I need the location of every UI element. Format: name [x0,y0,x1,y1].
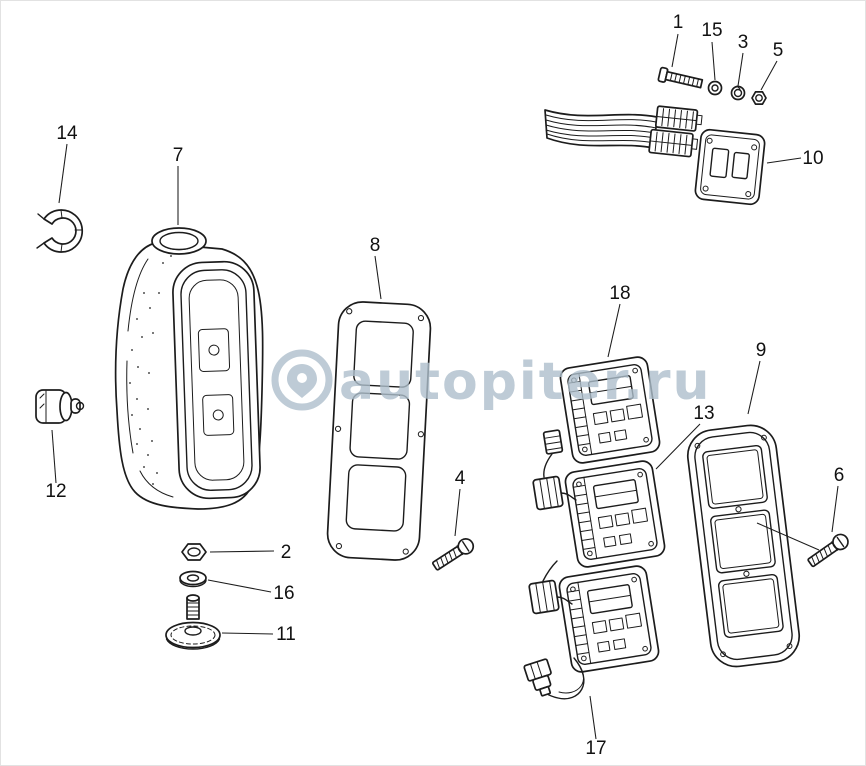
wire-13-17 [542,560,558,582]
wire-17 [556,596,573,605]
callout-1: 1 [673,12,684,33]
washer-15-part [707,80,723,96]
lock-washer-3-part [730,85,746,101]
callout-8: 8 [370,235,381,256]
callout-17: 17 [585,738,606,759]
harness-connector-part [648,105,703,158]
ribbon-cable-part [544,109,658,149]
module-13-part [563,458,667,570]
callout-14: 14 [56,123,78,144]
cable-17-part [523,657,585,700]
callout-4: 4 [455,468,466,489]
plate-10-part [694,128,766,206]
bulb-12-part [35,389,85,424]
callout-9: 9 [756,340,767,361]
callout-18: 18 [609,283,630,304]
thumb-screw-11-part [165,594,221,650]
module-13-connector [532,475,564,511]
callout-15: 15 [701,20,722,41]
callout-10: 10 [802,148,823,169]
leader-lines [51,33,839,740]
watermark-text: autopiter.ru [339,352,712,412]
washer-16-part [179,570,207,588]
module-18-connector [542,429,564,455]
callout-12: 12 [45,481,66,502]
callout-13: 13 [693,403,714,424]
watermark-logo-ring [271,349,333,411]
assembly-line-6 [756,522,820,551]
callout-7: 7 [173,145,184,166]
watermark: autopiter.ru [271,349,712,412]
housing-7-part [114,227,264,510]
gasket-8-part [326,301,432,561]
clip-14-part [36,209,84,253]
callout-3: 3 [738,32,749,53]
screw-6-part [805,530,852,571]
nut-5-part [751,91,767,105]
callout-labels: 1 15 3 5 10 14 7 8 18 9 13 12 4 6 2 16 1… [45,12,844,759]
module-17-part [557,563,661,675]
screw-4-part [429,535,477,574]
wire-18-13 [543,453,553,478]
lens-9-part [686,424,801,668]
callout-6: 6 [834,465,845,486]
bolt-1-part [657,66,704,89]
callout-11: 11 [276,624,296,645]
callout-16: 16 [273,583,294,604]
callout-2: 2 [281,542,292,563]
module-17-connector [528,579,560,615]
wire-13 [560,492,577,501]
nut-2-part [181,543,207,561]
callout-5: 5 [773,40,784,61]
